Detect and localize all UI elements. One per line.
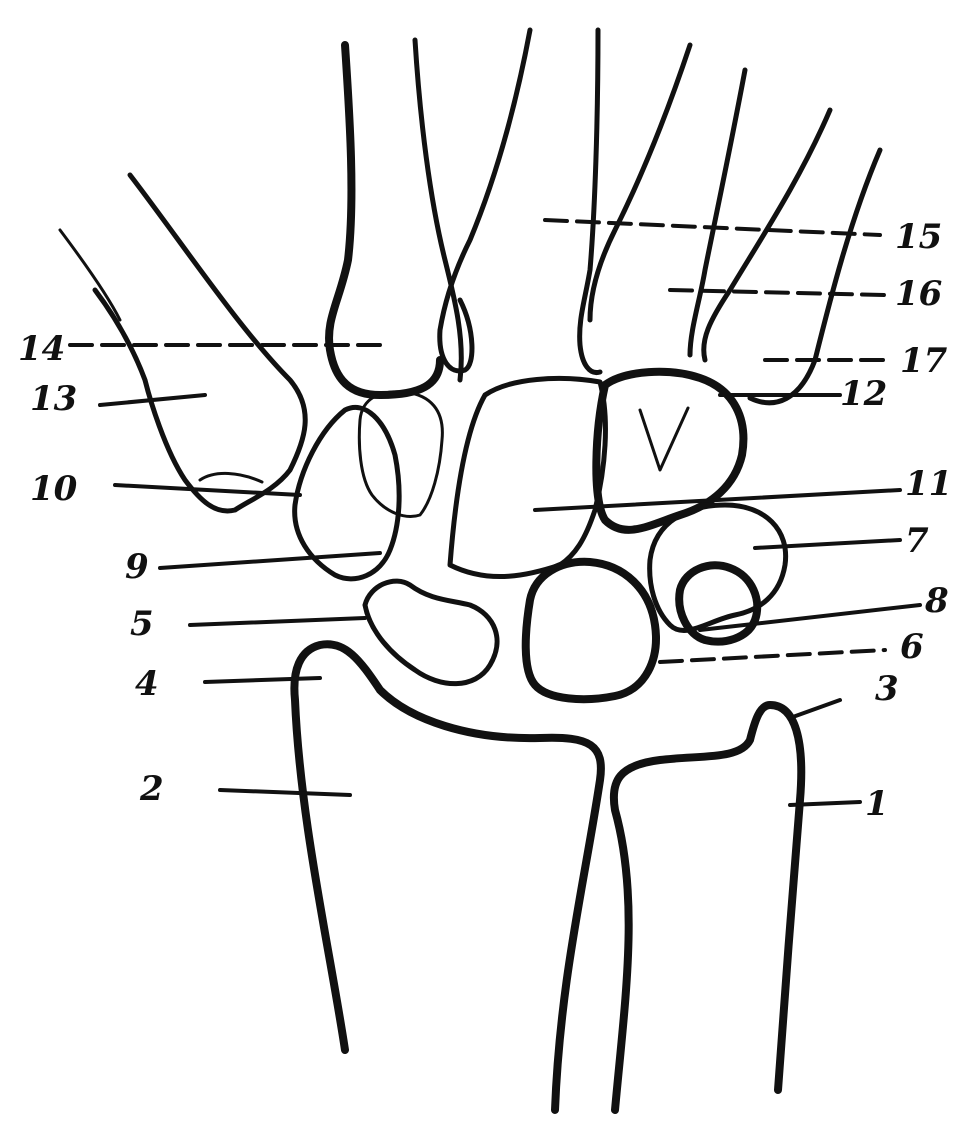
label-5: 5: [130, 604, 154, 644]
metacarpal-5-outer: [750, 150, 880, 403]
label-9: 9: [125, 547, 149, 587]
hamate-hook: [640, 408, 688, 470]
label-11: 11: [905, 464, 952, 504]
label-1: 1: [865, 784, 889, 824]
metacarpal-5-right: [704, 110, 830, 360]
leader-9: [160, 553, 380, 568]
label-16: 16: [895, 274, 942, 314]
label-15: 15: [895, 217, 942, 257]
scaphoid: [365, 581, 497, 684]
leader-6-tick: [790, 700, 840, 718]
label-14: 14: [18, 329, 65, 369]
radius-outline: [294, 644, 601, 1110]
leader-2: [220, 790, 350, 795]
label-12: 12: [840, 374, 887, 414]
label-4: 4: [135, 664, 159, 704]
capitate: [450, 378, 605, 576]
pisiform: [679, 565, 757, 641]
label-3: 3: [875, 669, 899, 709]
metacarpal-1-shaft: [60, 230, 120, 320]
label-10: 10: [30, 469, 78, 509]
trapezium: [295, 407, 399, 578]
leader-3: [660, 650, 885, 662]
metacarpal-2: [329, 45, 440, 395]
label-2: 2: [139, 769, 164, 809]
label-8: 8: [924, 581, 949, 621]
metacarpal-3-right: [440, 30, 530, 371]
label-13: 13: [30, 379, 77, 419]
label-17: 17: [900, 341, 948, 381]
leader-7: [755, 540, 900, 548]
metacarpal-1: [95, 175, 305, 511]
label-7: 7: [905, 521, 929, 561]
label-6: 6: [900, 627, 924, 667]
ulna-outline: [614, 705, 801, 1110]
leader-4: [205, 678, 320, 682]
lunate: [526, 562, 656, 699]
metacarpal-4-right: [590, 45, 690, 320]
metacarpal-1-base: [200, 473, 262, 482]
leader-5: [190, 618, 365, 625]
